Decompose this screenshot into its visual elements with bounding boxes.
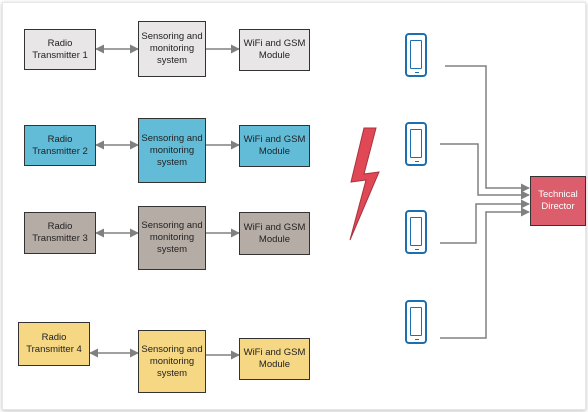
wifi-gsm-module-1: WiFi and GSM Module — [239, 29, 310, 71]
radio-transmitter-2-label: Radio Transmitter 2 — [32, 133, 88, 157]
smartphone-icon — [405, 210, 427, 254]
sensor-system-1: Sensoring and monitoring system — [138, 21, 206, 77]
radio-transmitter-2: Radio Transmitter 2 — [24, 125, 96, 166]
sensor-system-1-label: Sensoring and monitoring system — [141, 31, 203, 66]
smartphone-icon — [405, 122, 427, 166]
smartphone-icon — [405, 300, 427, 344]
link-phone1-director — [445, 65, 530, 193]
smartphone-icon — [405, 33, 427, 77]
radio-transmitter-4-label: Radio Transmitter 4 — [26, 332, 82, 355]
wifi-gsm-module-4-label: WiFi and GSM Module — [243, 347, 306, 370]
sensor-system-3: Sensoring and monitoring system — [138, 206, 206, 270]
radio-transmitter-3-label: Radio Transmitter 3 — [32, 221, 88, 244]
technical-director: Technical Director — [530, 176, 586, 226]
link-phone2-director — [440, 143, 530, 200]
sensor-system-2: Sensoring and monitoring system — [138, 118, 206, 183]
sensor-system-2-label: Sensoring and monitoring system — [141, 132, 203, 168]
wifi-gsm-module-1-label: WiFi and GSM Module — [243, 38, 306, 61]
link-phone3-director — [440, 199, 530, 244]
radio-transmitter-1-label: Radio Transmitter 1 — [32, 37, 88, 61]
wifi-gsm-module-3-label: WiFi and GSM Module — [243, 221, 306, 245]
technical-director-label: Technical Director — [538, 189, 578, 212]
wifi-gsm-module-2-label: WiFi and GSM Module — [243, 134, 306, 157]
sensor-system-4: Sensoring and monitoring system — [138, 330, 206, 393]
link-phone4-director — [440, 207, 530, 339]
sensor-system-4-label: Sensoring and monitoring system — [141, 343, 203, 379]
wifi-gsm-module-4: WiFi and GSM Module — [239, 338, 310, 380]
radio-transmitter-3: Radio Transmitter 3 — [24, 212, 96, 254]
sensor-system-3-label: Sensoring and monitoring system — [141, 220, 203, 255]
wifi-gsm-module-2: WiFi and GSM Module — [239, 125, 310, 167]
radio-transmitter-1: Radio Transmitter 1 — [24, 29, 96, 70]
wifi-gsm-module-3: WiFi and GSM Module — [239, 212, 310, 255]
radio-transmitter-4: Radio Transmitter 4 — [18, 322, 90, 366]
lightning-icon — [349, 127, 380, 241]
